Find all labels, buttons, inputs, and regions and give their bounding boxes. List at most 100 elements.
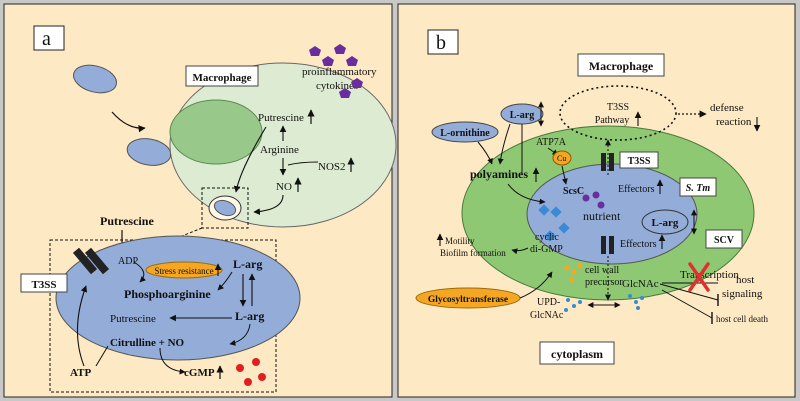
t3ss-channel-a xyxy=(72,247,110,275)
glcnac-dot-3 xyxy=(640,296,644,300)
cytokines-label-1: proinflammatory xyxy=(302,66,377,78)
bacterium-a-large xyxy=(55,235,301,361)
t3ss-label-a: T3SS xyxy=(31,279,56,291)
transcription: Transcription xyxy=(680,269,739,281)
lornithine-badge xyxy=(431,121,499,143)
t3ss-pathway-1: T3SS xyxy=(607,102,629,113)
cytokine-6 xyxy=(339,88,351,98)
updglcnac-2: GlcNAc xyxy=(530,310,564,321)
t3ss-label-box-a xyxy=(20,273,68,293)
nutrient-diamond-3 xyxy=(558,222,570,234)
arginine: Arginine xyxy=(260,144,299,156)
cgmp-dot-4 xyxy=(244,378,252,386)
scsc-dots xyxy=(582,191,605,209)
phosphoarginine: Phosphoarginine xyxy=(124,287,211,301)
cytokine-5 xyxy=(351,78,363,88)
biofilm: Biofilm formation xyxy=(440,248,506,258)
scv-label: SCV xyxy=(714,235,735,246)
arrow-atp-to-t3ss xyxy=(76,285,88,367)
cu: Cu xyxy=(557,154,566,163)
stm-label: S. Tm xyxy=(686,183,711,194)
precursor-dot-3 xyxy=(569,277,575,283)
host-2: signaling xyxy=(722,288,763,300)
no-mac: NO xyxy=(276,181,292,193)
glycosyltransferase: Glycosyltransferase xyxy=(428,295,508,305)
defense-2: reaction xyxy=(716,116,752,128)
lornithine: L-ornithine xyxy=(440,128,490,139)
arrow-no-to-phagosome xyxy=(253,194,284,215)
cyclic-1: cyclic xyxy=(535,232,559,243)
glcnac-cluster xyxy=(628,294,644,310)
macrophage-b-label: Macrophage xyxy=(589,59,654,73)
t3ss-pathway-ellipse xyxy=(559,85,677,141)
precursor-dot-4 xyxy=(577,263,583,269)
larg-mid: L-arg xyxy=(235,309,264,323)
scsc-dot-3 xyxy=(597,201,605,209)
arrow-larg-polyamines xyxy=(497,123,511,165)
arrow-larg-to-phospho xyxy=(217,271,233,291)
arrow-polyamines-bacterium xyxy=(507,183,546,205)
larg-top-b: L-arg xyxy=(510,110,534,121)
effectors-bottom: Effectors xyxy=(620,239,657,250)
transcription-blocked-cross xyxy=(688,262,710,292)
cytokine-3 xyxy=(334,44,346,54)
atp7a: ATP7A xyxy=(536,137,567,148)
glcnac-dot-2 xyxy=(634,300,638,304)
nutrient-diamonds xyxy=(538,204,570,242)
nutrient-diamond-1 xyxy=(538,204,550,216)
stress-resistance: Stress resistance xyxy=(154,266,213,276)
adp: ADP xyxy=(118,256,138,267)
arrow-putrescine-to-phagosome xyxy=(233,126,267,193)
cytokines-label-2: cytokines xyxy=(316,80,358,92)
arrow-no-to-cgmp xyxy=(159,347,186,375)
cgmp: cGMP xyxy=(184,367,215,379)
precursor-dot-1 xyxy=(564,265,570,271)
macrophage-a-label-box xyxy=(185,65,259,87)
host-1: host xyxy=(736,274,754,286)
scsc: ScsC xyxy=(563,186,584,197)
phagosome-zoom-box xyxy=(201,187,249,229)
cellwall-1: cell wall xyxy=(585,265,619,276)
stress-resistance-badge xyxy=(145,261,223,279)
cellwall-2: precursor xyxy=(585,277,623,288)
t3ss-label-box-b xyxy=(619,151,659,169)
cgmp-dot-2 xyxy=(252,358,260,366)
arrow-glyco-to-scv xyxy=(519,271,553,299)
macrophage-a-label: Macrophage xyxy=(192,72,251,84)
panel-a-label: a xyxy=(42,28,51,50)
scsc-dot-1 xyxy=(582,194,590,202)
cytoplasm-label: cytoplasm xyxy=(551,347,603,361)
arrow-cu-down xyxy=(561,165,568,185)
macrophage-b-label-box xyxy=(577,53,665,77)
putrescine-mac: Putrescine xyxy=(258,112,304,124)
cytokine-2 xyxy=(322,56,334,66)
putrescine-inner: Putrescine xyxy=(110,313,156,325)
putrescine-outside: Putrescine xyxy=(100,214,154,228)
inhibit-host-death xyxy=(661,289,713,319)
updglcnac-1: UPD- xyxy=(537,297,560,308)
arrow-larg-to-citrulline xyxy=(229,323,251,346)
cgmp-dot-1 xyxy=(236,364,244,372)
t3ss-channel-top-b xyxy=(601,153,614,171)
arrow-nos2-catalysis xyxy=(287,161,319,166)
updglcnac-cluster xyxy=(564,298,582,312)
larg-inner: L-arg xyxy=(652,217,679,229)
nutrient-diamond-4 xyxy=(544,230,556,242)
bacterium-incoming-1 xyxy=(72,64,118,94)
arrow-citrulline-to-atp xyxy=(95,345,109,367)
cytokine-markers xyxy=(309,44,363,98)
cu-ion xyxy=(552,150,572,166)
glcnac-dot-1 xyxy=(628,294,632,298)
cytoplasm-label-box xyxy=(539,341,615,365)
panel-b-label-box xyxy=(427,29,459,55)
panel-b-label: b xyxy=(436,32,446,54)
precursor-dot-2 xyxy=(571,269,577,275)
arrow-entry-1 xyxy=(111,111,146,133)
nutrient-diamond-2 xyxy=(550,206,562,218)
glcnac: GlcNAc xyxy=(622,278,659,290)
udp-dot-4 xyxy=(564,308,568,312)
larg-inner-badge xyxy=(641,209,689,235)
panel-a-label-box xyxy=(33,25,65,51)
cgmp-dot-3 xyxy=(258,373,266,381)
